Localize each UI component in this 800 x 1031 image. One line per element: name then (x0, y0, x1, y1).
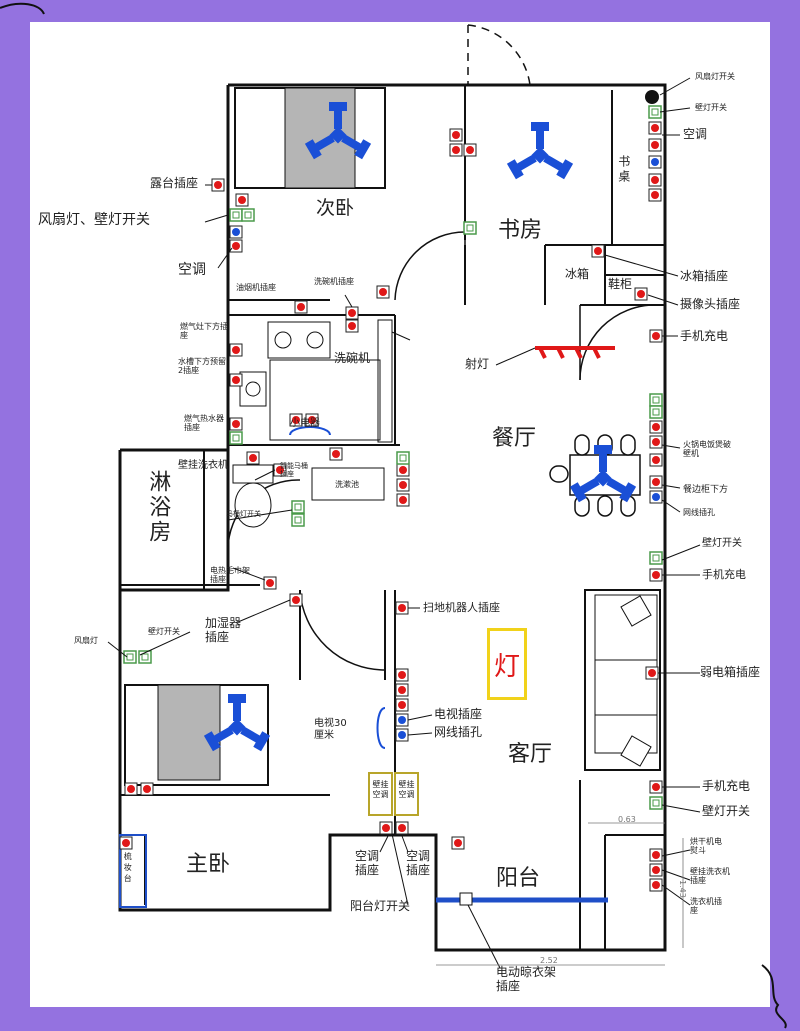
tv-socket-label: 电视插座 (434, 707, 483, 721)
wall-ac-right-label: 壁挂空调 (398, 780, 415, 799)
wall-lamp-switch-top-label: 壁灯开关 (695, 103, 727, 112)
ac-study-label: 空调 (683, 127, 708, 141)
phone-charge-2-label: 手机充电 (702, 568, 746, 581)
wall-ac-left-label: 壁挂空调 (372, 780, 389, 799)
floor-plan-sheet (30, 22, 770, 1007)
tv-height-label: 电视30厘米 (314, 718, 347, 741)
lamp-label: 灯 (493, 651, 520, 682)
towel-rack-label: 电热毛巾架插座 (210, 566, 250, 585)
sink-label: 洗漱池 (335, 480, 359, 489)
ac-socket-right-label: 空调插座 (406, 849, 431, 877)
room-bathroom: 淋浴房 (145, 470, 171, 545)
fan-switch-top-label: 风扇灯开关 (695, 72, 735, 81)
balcony-light-switch-label: 阳台灯开关 (350, 899, 411, 913)
room-master-bedroom: 主卧 (186, 852, 231, 877)
washer-socket-label: 洗衣机插座 (690, 897, 722, 916)
dimension-252: 2.52 (540, 956, 558, 965)
master-wall-switch-label: 壁灯开关 (148, 627, 180, 636)
hood-socket-label: 油烟机插座 (236, 283, 276, 292)
robot-socket-label: 扫地机器人插座 (423, 601, 500, 614)
room-second-bedroom: 次卧 (316, 197, 355, 219)
wall-washer-socket-label: 壁挂洗衣机插座 (690, 867, 730, 886)
spotlight-label: 射灯 (465, 357, 490, 371)
phone-charge-3-label: 手机充电 (702, 779, 751, 793)
desk-label: 书桌 (616, 155, 631, 185)
wall-lamp-switch-living-label: 壁灯开关 (702, 804, 751, 818)
room-study: 书房 (498, 218, 543, 243)
fridge-socket-label: 冰箱插座 (680, 269, 729, 283)
wall-ac-left: 壁挂空调 (368, 772, 393, 816)
toilet-socket-label: 智能马桶插座 (280, 462, 308, 479)
camera-socket-label: 摄像头插座 (680, 297, 741, 311)
small-appliance-label: 小电器 (290, 418, 320, 429)
dishwasher-label: 洗碗机 (334, 351, 371, 365)
humidifier-label: 加湿器插座 (205, 616, 242, 644)
dryer-label: 烘干机电熨斗 (690, 837, 722, 856)
room-living: 客厅 (508, 742, 553, 767)
ceiling-lamp-box: 灯 (487, 628, 527, 700)
sink-reserve-label: 水槽下方预留2插座 (178, 357, 226, 376)
rack-socket-label: 电动晾衣架插座 (496, 965, 557, 993)
fridge-label: 冰箱 (565, 267, 590, 281)
ac-socket-left-label: 空调插座 (355, 849, 380, 877)
shoe-cabinet-label: 鞋柜 (608, 277, 633, 291)
water-heater-socket-label: 燃气热水器插座 (184, 414, 224, 433)
mirror-light-switch-label: 马桶灯开关 (226, 510, 261, 518)
wall-lamp-switch-dining-label: 壁灯开关 (702, 538, 742, 549)
terrace-socket-label: 露台插座 (150, 176, 199, 190)
sideboard-label: 餐边柜下方 (683, 485, 729, 495)
gas-stove-socket-label: 燃气灶下方插座 (180, 322, 228, 341)
wall-ac-right: 壁挂空调 (394, 772, 419, 816)
fan-wall-switch-label: 风扇灯、壁灯开关 (38, 212, 150, 228)
weak-box-label: 弱电箱插座 (700, 665, 761, 679)
dimension-063: 0.63 (618, 815, 636, 824)
wall-washer-label: 壁挂洗衣机 (178, 460, 228, 471)
dimension-143: 1.43 (678, 880, 688, 898)
dresser-label: 梳妆台 (123, 852, 133, 885)
network-port-small-label: 网线插孔 (683, 508, 715, 517)
dishwasher-socket-label: 洗碗机插座 (314, 277, 354, 286)
master-fan-label: 风扇灯 (74, 636, 98, 645)
room-dining: 餐厅 (492, 426, 537, 451)
phone-charge-1-label: 手机充电 (680, 329, 729, 343)
ac-left-label: 空调 (178, 262, 206, 278)
hotpot-label: 火锅电饭煲破壁机 (683, 440, 731, 459)
room-balcony: 阳台 (496, 866, 541, 891)
network-port-label: 网线插孔 (434, 725, 483, 739)
